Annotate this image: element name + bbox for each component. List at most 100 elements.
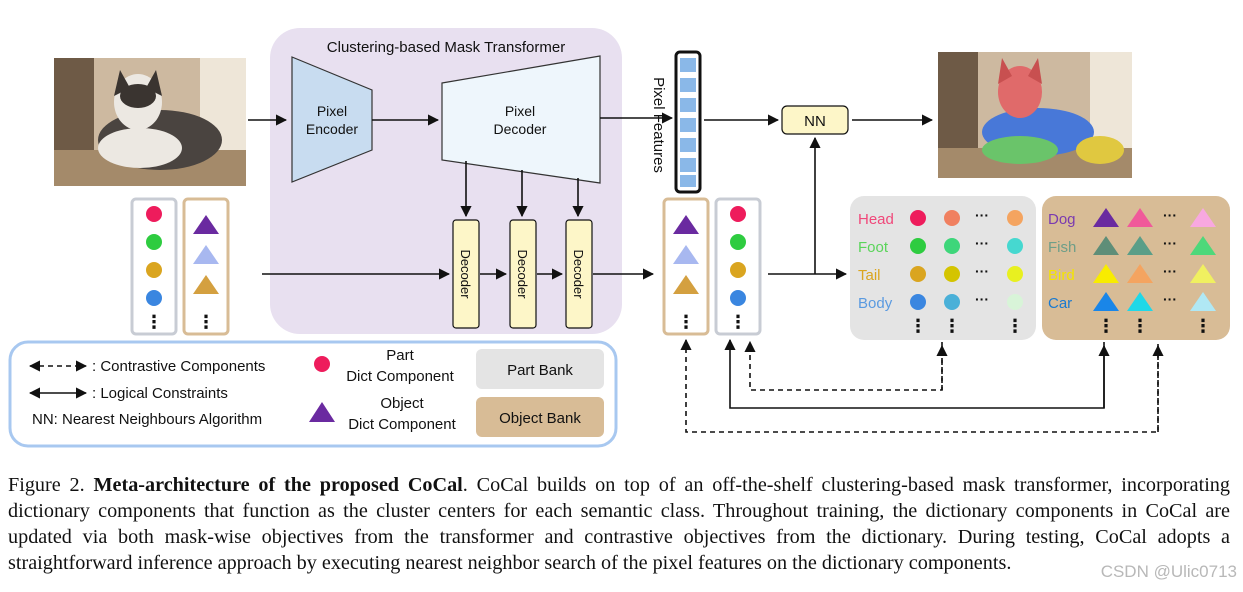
pixel-decoder-label-1: Pixel <box>505 103 535 119</box>
legend-part-2: Dict Component <box>346 368 454 385</box>
legend-nn: NN: Nearest Neighbours Algorithm <box>32 411 262 428</box>
part-component-dot <box>910 266 926 282</box>
legend-logical: : Logical Constraints <box>92 385 228 402</box>
ellipsis: ⋮ <box>729 312 747 332</box>
input-part-dict: ⋮ <box>130 197 178 336</box>
legend-object-2: Dict Component <box>348 416 456 433</box>
ellipsis: ⋮ <box>1131 316 1149 336</box>
hdots: ··· <box>1163 207 1177 223</box>
object-component-triangle <box>1093 264 1119 283</box>
feedback-arrows <box>680 338 1164 433</box>
object-component-triangle <box>1127 264 1153 283</box>
object-bank-row-label: Dog <box>1048 211 1076 228</box>
pixel-encoder-label-1: Pixel <box>317 103 347 119</box>
part-component-dot <box>944 294 960 310</box>
hdots: ··· <box>1163 263 1177 279</box>
decoder-block-label: Decoder <box>571 249 586 299</box>
pixel-features-label: Pixel Features <box>650 77 667 173</box>
output-part-dict: ⋮ <box>714 197 762 336</box>
object-component-triangle <box>1093 208 1119 227</box>
object-component-triangle <box>1190 208 1216 227</box>
legend-contrastive: : Contrastive Components <box>92 358 265 375</box>
legend-object-bank-swatch <box>476 397 604 437</box>
object-component-triangle <box>1127 292 1153 311</box>
output-object-dict: ⋮ <box>662 197 710 336</box>
hdots: ··· <box>975 207 989 223</box>
part-bank-row: Head ··· <box>858 207 1023 228</box>
caption-body: . CoCal builds on top of an off-the-shel… <box>8 474 1230 574</box>
part-component-dot <box>944 266 960 282</box>
decoder-block-1: Decoder <box>452 219 480 329</box>
part-bank-row: Tail··· <box>858 263 1023 284</box>
decoder-block-label: Decoder <box>458 249 473 299</box>
ellipsis: ⋮ <box>677 312 695 332</box>
ellipsis: ⋮ <box>197 312 215 332</box>
legend-object-1: Object <box>380 395 424 412</box>
nn-box <box>781 105 849 135</box>
input-dog-image <box>54 58 246 186</box>
architecture-diagram: Clustering-based Mask Transformer Pixel … <box>8 28 1230 448</box>
part-component-dot <box>1007 266 1023 282</box>
mask-transformer: Clustering-based Mask Transformer Pixel … <box>270 28 622 334</box>
part-bank-row: Body ··· <box>858 291 1023 312</box>
object-component-triangle <box>1127 208 1153 227</box>
part-bank-row-label: Foot <box>858 239 889 256</box>
pixel-encoder <box>291 56 373 183</box>
decoder-block-3: Decoder <box>565 219 593 329</box>
pixel-decoder-label-2: Decoder <box>494 121 547 137</box>
part-component-dot <box>910 238 926 254</box>
part-component-dot <box>1007 294 1023 310</box>
object-component-triangle <box>1190 264 1216 283</box>
object-bank-row-label: Car <box>1048 295 1072 312</box>
object-bank-row: Dog ··· <box>1048 207 1216 228</box>
figure-caption: Figure 2. Meta-architecture of the propo… <box>8 472 1230 576</box>
object-bank-row: Bird ··· <box>1048 263 1216 284</box>
caption-lead: Figure 2. <box>8 474 94 496</box>
part-component-dot <box>910 294 926 310</box>
ellipsis: ⋮ <box>145 312 163 332</box>
part-dot-icon <box>314 356 330 372</box>
object-bank: Dog···Fish···Bird···Car···⋮⋮⋮ <box>1042 196 1230 340</box>
hdots: ··· <box>1163 291 1177 307</box>
hdots: ··· <box>1163 235 1177 251</box>
ellipsis: ⋮ <box>943 316 961 336</box>
decoder-block-2: Decoder <box>509 219 537 329</box>
pixel-features <box>674 50 702 194</box>
flow-arrows <box>248 112 934 280</box>
input-object-dict: ⋮ <box>182 197 230 336</box>
part-component-dot <box>944 210 960 226</box>
object-bank-row-label: Bird <box>1048 267 1075 284</box>
object-component-triangle <box>1190 236 1216 255</box>
watermark: CSDN @Ulic0713 <box>1100 562 1237 581</box>
decoder-block-label: Decoder <box>515 249 530 299</box>
part-bank: Head···Foot···Tail···Body···⋮⋮⋮ <box>850 196 1036 340</box>
object-component-triangle <box>1127 236 1153 255</box>
legend-part-bank: Part Bank <box>507 362 573 379</box>
part-component-dot <box>1007 238 1023 254</box>
object-bank-row-label: Fish <box>1048 239 1076 256</box>
hdots: ··· <box>975 263 989 279</box>
object-component-triangle <box>1093 292 1119 311</box>
caption-bold: Meta-architecture of the proposed CoCal <box>93 474 463 496</box>
object-bank-row: Fish ··· <box>1048 235 1216 256</box>
pixel-encoder-label-2: Encoder <box>306 121 358 137</box>
part-bank-row-label: Body <box>858 295 893 312</box>
part-bank-row-label: Head <box>858 211 894 228</box>
part-component-dot <box>1007 210 1023 226</box>
output-segmented-image <box>938 52 1132 178</box>
legend: : Contrastive Components : Logical Const… <box>8 340 618 448</box>
hdots: ··· <box>975 291 989 307</box>
part-component-dot <box>944 238 960 254</box>
ellipsis: ⋮ <box>1097 316 1115 336</box>
object-component-triangle <box>1093 236 1119 255</box>
part-bank-row: Foot ··· <box>858 235 1023 256</box>
legend-part-1: Part <box>386 347 414 364</box>
legend-object-bank: Object Bank <box>499 410 581 427</box>
part-component-dot <box>910 210 926 226</box>
hdots: ··· <box>975 235 989 251</box>
object-bank-row: Car ··· <box>1048 291 1216 312</box>
object-component-triangle <box>1190 292 1216 311</box>
legend-part-bank-swatch <box>476 349 604 389</box>
ellipsis: ⋮ <box>1006 316 1024 336</box>
object-triangle-icon <box>309 402 335 422</box>
